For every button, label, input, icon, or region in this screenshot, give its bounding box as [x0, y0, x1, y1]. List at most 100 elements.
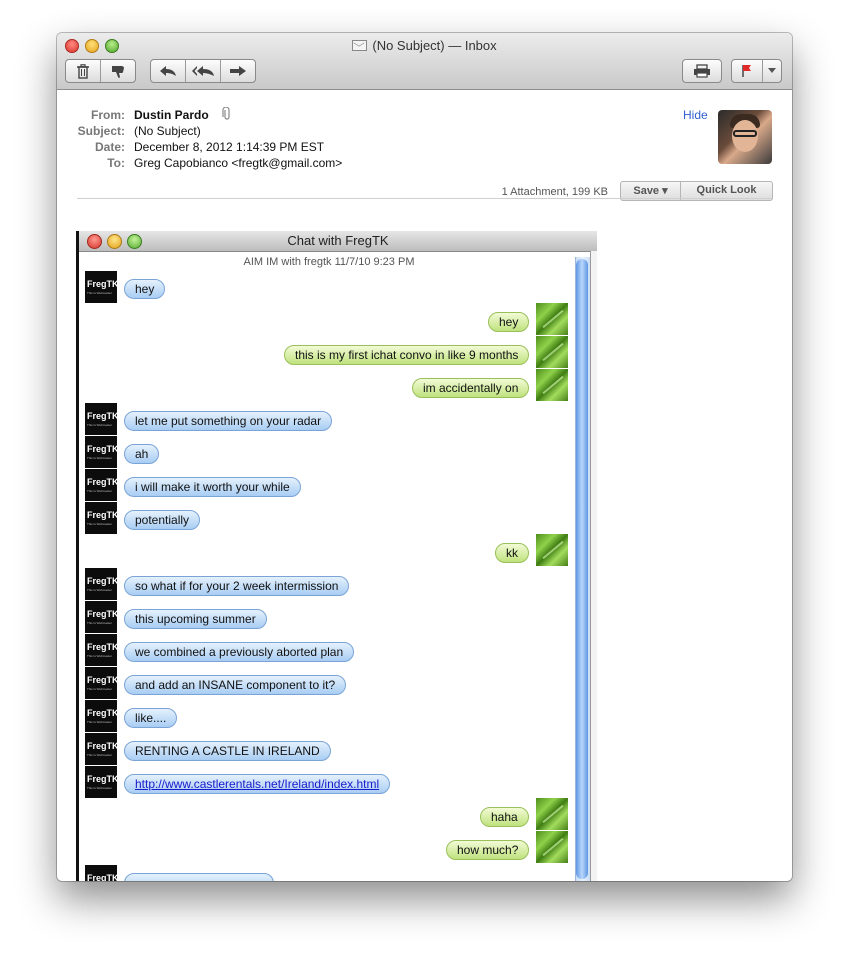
incoming-message-bubble: and add an INSANE component to it?: [124, 675, 347, 695]
outgoing-message-bubble: haha: [480, 807, 529, 827]
message-link[interactable]: http://www.castlerentals.net/Ireland/ind…: [135, 777, 380, 791]
chat-screenshot-attachment: Chat with FregTK AIM IM with fregtk 11/7…: [76, 231, 597, 881]
chat-side-strip: [590, 251, 597, 881]
incoming-message-bubble: [124, 873, 274, 881]
chat-message-row: kk: [79, 534, 574, 567]
flag-icon: [742, 65, 751, 77]
buddy-avatar-subtext: This Is Webmaster: [87, 456, 112, 460]
message-text: i will make it worth your while: [135, 480, 290, 494]
incoming-message-bubble: http://www.castlerentals.net/Ireland/ind…: [124, 774, 391, 794]
buddy-avatar-subtext: This Is Webmaster: [87, 522, 112, 526]
avatar-glasses: [733, 130, 757, 137]
buddy-avatar-name: FregTK: [87, 444, 117, 454]
print-group: [682, 59, 722, 83]
incoming-message-bubble: i will make it worth your while: [124, 477, 301, 497]
reply-all-icon: [192, 66, 214, 76]
zoom-window-button[interactable]: [105, 39, 119, 53]
chat-title-bar: Chat with FregTK: [79, 231, 597, 252]
hide-header-link[interactable]: Hide: [683, 108, 708, 122]
buddy-avatar-subtext: This Is Webmaster: [87, 786, 112, 790]
junk-button[interactable]: [101, 60, 135, 82]
buddy-avatar-subtext: This Is Webmaster: [87, 753, 112, 757]
buddy-avatar-name: FregTK: [87, 675, 117, 685]
chat-message-row: FregTK This Is Webmaster ah: [79, 436, 574, 468]
close-window-button[interactable]: [65, 39, 79, 53]
buddy-avatar-subtext: This Is Webmaster: [87, 621, 112, 625]
leaf-vein: [542, 540, 564, 560]
buddy-avatar-subtext: This Is Webmaster: [87, 687, 112, 691]
envelope-icon: [352, 40, 368, 51]
mail-window: (No Subject) — Inbox: [57, 33, 792, 881]
my-avatar: [536, 798, 568, 830]
buddy-avatar-name: FregTK: [87, 279, 117, 289]
leaf-vein: [542, 342, 564, 362]
junk-icon: [112, 65, 124, 78]
print-button[interactable]: [683, 60, 721, 82]
flag-group: [731, 59, 782, 83]
outgoing-message-bubble: this is my first ichat convo in like 9 m…: [284, 345, 530, 365]
delete-junk-group: [65, 59, 136, 83]
save-attachment-button[interactable]: Save ▾: [621, 182, 681, 200]
reply-all-button[interactable]: [186, 60, 221, 82]
from-value[interactable]: Dustin Pardo: [134, 108, 209, 122]
to-label: To:: [107, 156, 125, 170]
outgoing-message-bubble: im accidentally on: [412, 378, 530, 398]
forward-button[interactable]: [221, 60, 255, 82]
my-avatar: [536, 336, 568, 368]
forward-icon: [230, 66, 246, 76]
incoming-message-bubble: RENTING A CASTLE IN IRELAND: [124, 741, 331, 761]
my-avatar: [536, 303, 568, 335]
incoming-message-bubble: this upcoming summer: [124, 609, 267, 629]
chat-message-row: FregTK This Is Webmaster RENTING A CASTLE …: [79, 733, 574, 765]
outgoing-message-bubble: how much?: [446, 840, 530, 860]
message-text: and add an INSANE component to it?: [135, 678, 336, 692]
header-divider: [77, 198, 772, 199]
chat-minimize-dot: [107, 234, 122, 249]
reply-group: [150, 59, 256, 83]
window-title: (No Subject) — Inbox: [372, 38, 497, 53]
message-text: this upcoming summer: [135, 612, 256, 626]
flag-menu-button[interactable]: [763, 60, 781, 82]
minimize-window-button[interactable]: [85, 39, 99, 53]
incoming-message-bubble: we combined a previously aborted plan: [124, 642, 355, 662]
leaf-vein: [542, 837, 564, 857]
buddy-avatar-name: FregTK: [87, 576, 117, 586]
outgoing-message-bubble: kk: [495, 543, 529, 563]
message-text: we combined a previously aborted plan: [135, 645, 344, 659]
buddy-avatar-name: FregTK: [87, 774, 117, 784]
buddy-avatar: FregTK This Is Webmaster: [85, 568, 117, 600]
message-text: ah: [135, 447, 149, 461]
flag-button[interactable]: [732, 60, 763, 82]
outgoing-message-bubble: hey: [488, 312, 530, 332]
chat-message-row: haha: [79, 798, 574, 831]
buddy-avatar-subtext: This Is Webmaster: [87, 291, 112, 295]
buddy-avatar-subtext: This Is Webmaster: [87, 423, 112, 427]
buddy-avatar-subtext: This Is Webmaster: [87, 588, 112, 592]
message-text: im accidentally on: [423, 381, 519, 395]
message-text: this is my first ichat convo in like 9 m…: [295, 348, 519, 362]
message-text: kk: [506, 546, 518, 560]
chat-close-dot: [87, 234, 102, 249]
chat-message-row: this is my first ichat convo in like 9 m…: [79, 336, 574, 369]
subject-label: Subject:: [77, 124, 125, 138]
chat-message-row: FregTK This Is Webmaster and add an INSANE…: [79, 667, 574, 699]
to-value[interactable]: Greg Capobianco <fregtk@gmail.com>: [134, 156, 343, 170]
buddy-avatar-name: FregTK: [87, 741, 117, 751]
quick-look-button[interactable]: Quick Look: [696, 184, 757, 196]
reply-button[interactable]: [151, 60, 186, 82]
buddy-avatar: FregTK This Is Webmaster: [85, 733, 117, 765]
chat-meta: AIM IM with fregtk 11/7/10 9:23 PM: [243, 256, 415, 268]
message-text: potentially: [135, 513, 190, 527]
buddy-avatar-subtext: This Is Webmaster: [87, 654, 112, 658]
delete-button[interactable]: [66, 60, 101, 82]
